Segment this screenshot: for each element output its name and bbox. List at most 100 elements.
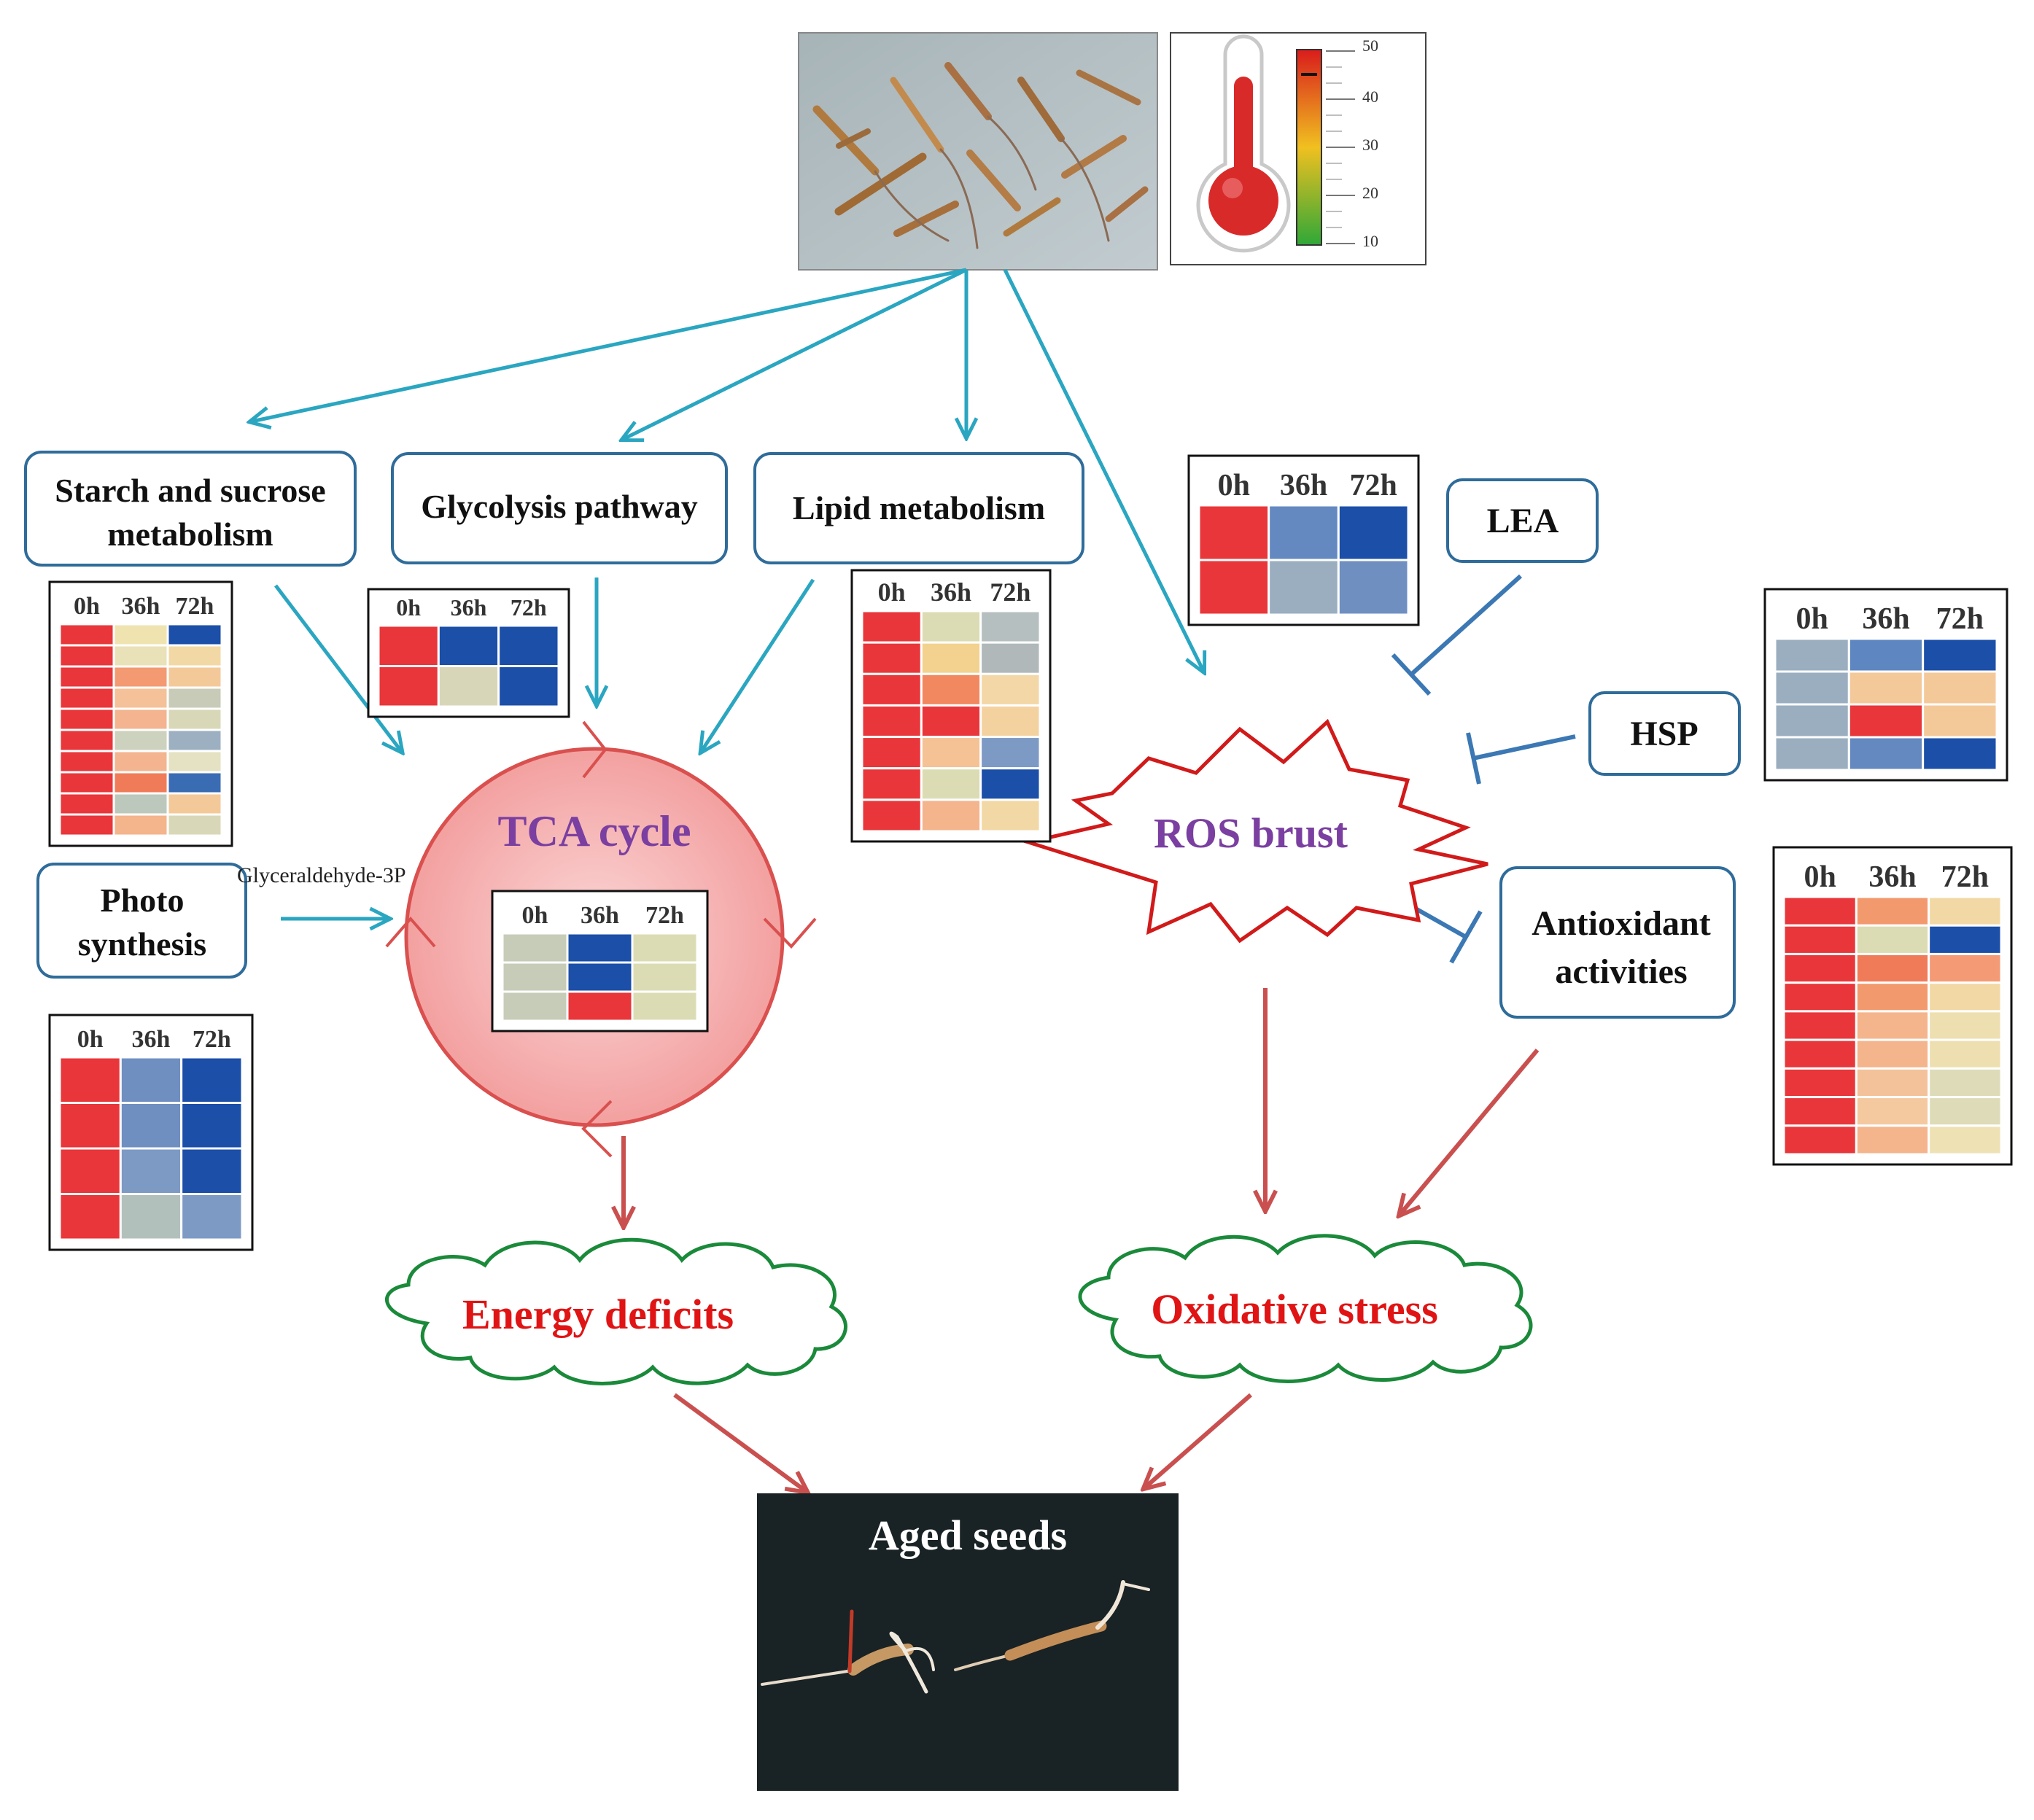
cloud-oxidative-stress: Oxidative stress xyxy=(1078,1234,1533,1383)
heatmap-cell xyxy=(979,672,1041,707)
heatmap-header-0h: 0h xyxy=(77,1026,104,1053)
heatmap-cell xyxy=(1782,924,1858,955)
heatmap-cell xyxy=(437,665,500,708)
arrow-antioxidant-to-oxidative xyxy=(1400,1049,1540,1214)
heatmap-cell xyxy=(1782,895,1858,927)
heatmap-cell xyxy=(112,623,169,647)
aged-seeds-label: Aged seeds xyxy=(869,1512,1067,1559)
heatmap-cell xyxy=(180,1147,244,1195)
heatmap-cell xyxy=(1928,952,2003,984)
heatmap-header-0h: 0h xyxy=(878,578,906,607)
box-glycolysis: Glycolysis pathway xyxy=(391,452,728,564)
box-starch: Starch and sucrose metabolism xyxy=(24,451,357,567)
antioxidant-label-line1: Antioxidant xyxy=(1532,904,1710,943)
heatmap-header-0h: 0h xyxy=(1796,602,1828,636)
arrow-starch-to-tca xyxy=(274,584,401,751)
inhibit-hsp-to-ros xyxy=(1472,734,1576,761)
heatmap-cell xyxy=(58,1102,122,1150)
heatmap-cell xyxy=(1922,637,1998,673)
heatmap-header-72h: 72h xyxy=(193,1026,231,1053)
heatmap-cell xyxy=(58,1193,122,1241)
heatmap-cell xyxy=(1855,981,1930,1013)
heatmap-cell xyxy=(377,665,440,708)
heatmap-cell xyxy=(1855,1096,1930,1127)
heatmap-cell xyxy=(119,1102,183,1150)
heatmap-cell xyxy=(112,686,169,710)
heatmap-header-72h: 72h xyxy=(176,593,214,620)
heatmap-cell xyxy=(1928,1096,2003,1127)
heatmap-cell xyxy=(631,961,699,993)
heatmap-cell xyxy=(166,665,223,689)
cloud-energy-deficits: Energy deficits xyxy=(385,1237,847,1385)
heatmap-cell xyxy=(979,767,1041,801)
thermo-scale-30: 30 xyxy=(1362,136,1378,154)
heatmap-cell xyxy=(58,771,115,795)
heatmap-cell xyxy=(180,1056,244,1104)
arrow-energy-to-aged xyxy=(673,1393,806,1491)
energy-deficits-label: Energy deficits xyxy=(462,1291,734,1338)
hsp-label: HSP xyxy=(1630,715,1698,753)
heatmap-cell xyxy=(920,798,982,833)
heatmap-cell xyxy=(1782,1010,1858,1041)
heatmap-cell xyxy=(1847,670,1925,706)
heatmap-cell xyxy=(979,610,1041,644)
heatmap-cell xyxy=(920,610,982,644)
heatmap-cell xyxy=(180,1193,244,1241)
arrow-lipid-to-tca xyxy=(702,578,815,751)
heatmap-header-72h: 72h xyxy=(645,902,684,929)
heatmap-header-72h: 72h xyxy=(511,594,547,621)
heatmap-cell xyxy=(1855,1124,1930,1156)
arrow-seeds-to-starch xyxy=(252,268,967,421)
heatmap-cell xyxy=(1855,1010,1930,1041)
heatmap-header-36h: 36h xyxy=(1868,860,1916,894)
heatmap-cell xyxy=(166,728,223,752)
heatmap-cell xyxy=(566,990,634,1022)
heatmap-cell xyxy=(166,771,223,795)
heatmap-header-72h: 72h xyxy=(1349,469,1397,502)
thermo-scale-50: 50 xyxy=(1362,36,1378,55)
heatmap-header-0h: 0h xyxy=(74,593,100,620)
heatmap-header-0h: 0h xyxy=(522,902,548,929)
heatmap-cell xyxy=(1782,981,1858,1013)
heatmap-cell xyxy=(112,792,169,816)
box-lea: LEA xyxy=(1446,478,1599,563)
box-lipid: Lipid metabolism xyxy=(753,452,1084,564)
heatmap-cell xyxy=(166,750,223,774)
lipid-label: Lipid metabolism xyxy=(793,489,1045,526)
heatmap-header-36h: 36h xyxy=(451,594,487,621)
heatmap-cell xyxy=(1198,559,1270,616)
glycolysis-label: Glycolysis pathway xyxy=(421,488,698,525)
arrow-seeds-to-glycolysis xyxy=(624,268,968,439)
heatmap-cell xyxy=(979,736,1041,770)
ros-burst: ROS brust xyxy=(1021,718,1488,944)
ros-label: ROS brust xyxy=(1154,809,1348,857)
lea-label: LEA xyxy=(1487,502,1559,540)
heatmap-cell xyxy=(1782,1096,1858,1127)
heatmap-cell xyxy=(861,704,923,739)
heatmap-cell xyxy=(566,961,634,993)
box-hsp: HSP xyxy=(1588,691,1741,776)
heatmap-cell xyxy=(1847,637,1925,673)
heatmap-header-72h: 72h xyxy=(1936,602,1984,636)
inhibit-lea-to-ros xyxy=(1409,574,1523,677)
heatmap-cell xyxy=(1268,504,1340,561)
heatmap-cell xyxy=(566,932,634,964)
heatmap-photo: 0h 36h 72h xyxy=(48,1014,254,1251)
heatmap-cell xyxy=(1782,1038,1858,1070)
photo-label-line1: Photo xyxy=(101,882,185,919)
heatmap-cell xyxy=(1782,1124,1858,1156)
box-photosynthesis: Photo synthesis xyxy=(36,863,247,979)
heatmap-cell xyxy=(58,728,115,752)
heatmap-cell xyxy=(58,1147,122,1195)
heatmap-header-36h: 36h xyxy=(132,1026,171,1053)
tca-label: TCA cycle xyxy=(498,807,691,855)
box-antioxidant: Antioxidant activities xyxy=(1499,866,1736,1019)
heatmap-cell xyxy=(1847,703,1925,739)
heatmap-header-72h: 72h xyxy=(1941,860,1989,894)
heatmap-cell xyxy=(1337,504,1410,561)
